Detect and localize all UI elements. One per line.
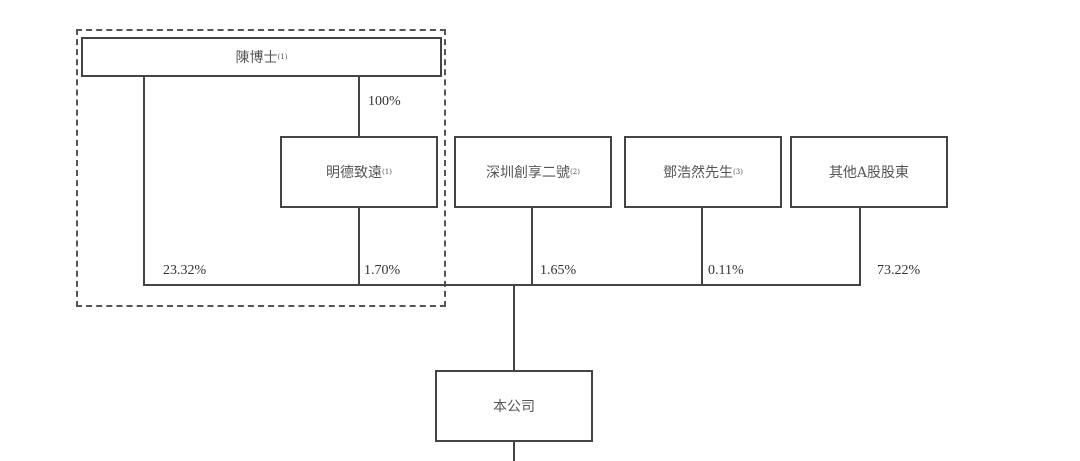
node-label: 陳博士 bbox=[235, 50, 278, 66]
pct-deng-company: 0.11% bbox=[708, 263, 744, 278]
footnote-ref: (2) bbox=[570, 168, 580, 176]
node-chen: 陳博士(1) bbox=[81, 37, 442, 77]
node-label: 深圳創享二號 bbox=[486, 165, 571, 181]
connector-line bbox=[513, 284, 515, 370]
node-label: 本公司 bbox=[493, 399, 535, 415]
footnote-ref: (1) bbox=[277, 53, 288, 61]
node-others: 其他A股股東 bbox=[790, 136, 948, 208]
connector-line bbox=[143, 76, 145, 286]
controlling-group-dashed-box bbox=[76, 29, 446, 307]
node-mingde: 明德致遠(1) bbox=[280, 136, 438, 208]
pct-others-company: 73.22% bbox=[877, 263, 921, 278]
node-deng: 鄧浩然先生(3) bbox=[624, 136, 782, 208]
pct-chen-company: 23.32% bbox=[163, 263, 207, 278]
pct-shenzhen-company: 1.65% bbox=[540, 263, 577, 278]
connector-line bbox=[358, 207, 360, 286]
footnote-ref: (3) bbox=[733, 168, 743, 176]
connector-line bbox=[859, 207, 861, 286]
node-label: 其他A股股東 bbox=[828, 165, 910, 181]
footnote-ref: (1) bbox=[382, 168, 392, 176]
pct-mingde-company: 1.70% bbox=[364, 263, 401, 278]
connector-line bbox=[701, 207, 703, 286]
connector-line bbox=[513, 441, 515, 461]
node-label: 鄧浩然先生 bbox=[663, 165, 734, 181]
connector-line bbox=[358, 76, 360, 136]
pct-chen-mingde: 100% bbox=[368, 94, 401, 109]
connector-line bbox=[531, 207, 533, 286]
node-company: 本公司 bbox=[435, 370, 593, 442]
node-label: 明德致遠 bbox=[326, 165, 383, 181]
node-shenzhen: 深圳創享二號(2) bbox=[454, 136, 612, 208]
connector-line bbox=[143, 284, 861, 286]
